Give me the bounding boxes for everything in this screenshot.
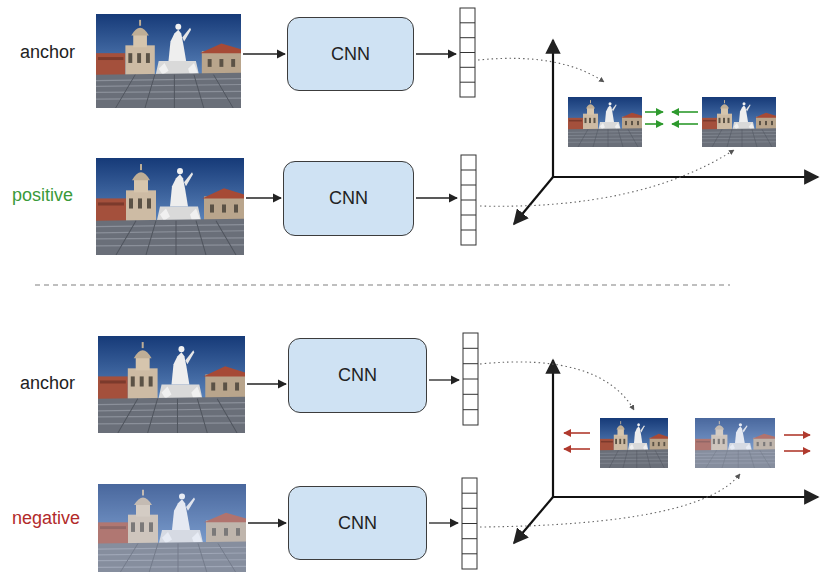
flow-arrows — [243, 54, 459, 523]
negative-label: negative — [12, 509, 80, 529]
anchor-photo — [98, 336, 245, 433]
row-label: anchor — [20, 43, 75, 63]
anchor-thumbnail — [568, 97, 642, 147]
negative-thumbnail — [695, 418, 775, 468]
positive-label: positive — [12, 186, 73, 206]
embedding-vectors — [460, 8, 478, 569]
embedding-axes — [514, 40, 818, 543]
row-label: anchor — [20, 374, 75, 394]
anchor-thumbnail — [600, 418, 668, 468]
anchor-photo — [96, 14, 241, 108]
positive-thumbnail — [702, 97, 776, 147]
projection-curves — [478, 58, 740, 527]
box-label: CNN — [338, 513, 377, 534]
cnn-box: CNN — [288, 338, 427, 413]
cnn-box: CNN — [287, 17, 414, 91]
negative-photo — [98, 484, 246, 572]
positive-photo — [96, 158, 244, 255]
repel-arrows — [564, 433, 810, 451]
box-label: CNN — [338, 365, 377, 386]
cnn-box: CNN — [283, 161, 414, 236]
box-label: CNN — [329, 188, 368, 209]
cnn-box: CNN — [288, 486, 427, 560]
attract-arrows — [645, 112, 698, 124]
separator-line — [35, 284, 730, 285]
box-label: CNN — [331, 44, 370, 65]
